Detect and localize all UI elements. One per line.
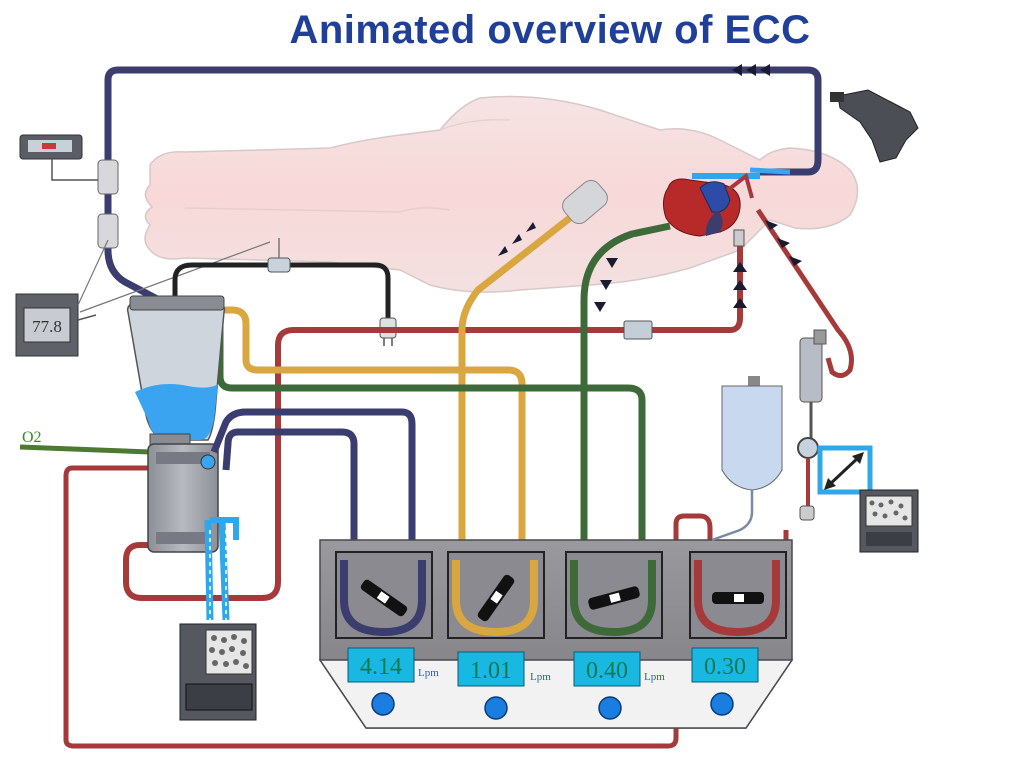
flow-arrows-sucker bbox=[498, 222, 536, 256]
line-connector bbox=[97, 159, 119, 195]
flow-display-2: 1.01 Lpm bbox=[457, 651, 551, 687]
pump-knob-1 bbox=[371, 692, 395, 716]
roller-pump-icon-1 bbox=[335, 551, 433, 639]
flow-value-2: 1.01 bbox=[470, 658, 512, 684]
flow-value-1: 4.14 bbox=[360, 654, 402, 680]
temperature-readout: 77.8 bbox=[32, 317, 62, 336]
flow-display-1: 4.14 Lpm bbox=[347, 647, 439, 683]
saline-bag-icon bbox=[711, 376, 783, 542]
cardioplegia-heat-exchanger-icon bbox=[859, 489, 919, 553]
flow-arrows-arterial bbox=[733, 262, 747, 308]
person-silhouette bbox=[144, 95, 859, 293]
roller-pump-icon-2 bbox=[447, 551, 545, 639]
flow-display-3: 0.40 Lpm bbox=[573, 651, 665, 687]
heart-icon bbox=[662, 172, 754, 247]
temperature-monitor-icon: 77.8 bbox=[15, 239, 271, 357]
pump-knob-3 bbox=[598, 696, 622, 720]
flow-arrows-cardioplegia bbox=[765, 220, 802, 266]
pump-console bbox=[318, 539, 794, 729]
pressure-monitor-icon bbox=[19, 134, 98, 181]
oxygenator-icon bbox=[147, 443, 219, 553]
flow-unit-2: Lpm bbox=[530, 671, 551, 683]
heater-cooler-icon bbox=[179, 623, 257, 721]
flow-value-3: 0.40 bbox=[586, 658, 628, 684]
roller-pump-icon-3 bbox=[565, 551, 663, 639]
pump-knob-2 bbox=[484, 696, 508, 720]
flow-arrows-vent bbox=[594, 258, 618, 312]
line-connector bbox=[97, 213, 119, 249]
roller-pump-icon-4 bbox=[689, 551, 787, 639]
flow-arrows-venous bbox=[732, 64, 770, 76]
page-title: Animated overview of ECC bbox=[289, 8, 811, 52]
hemofilter-icon bbox=[797, 329, 873, 521]
flow-unit-1: Lpm bbox=[418, 667, 439, 679]
flow-unit-3: Lpm bbox=[644, 671, 665, 683]
pump-knob-4 bbox=[710, 692, 734, 716]
flow-display-4: 0.30 bbox=[691, 647, 759, 683]
flow-value-4: 0.30 bbox=[704, 654, 746, 680]
gas-label: O2 bbox=[22, 429, 42, 446]
reservoir-icon bbox=[126, 295, 226, 449]
ultrasound-probe-icon bbox=[830, 89, 919, 163]
